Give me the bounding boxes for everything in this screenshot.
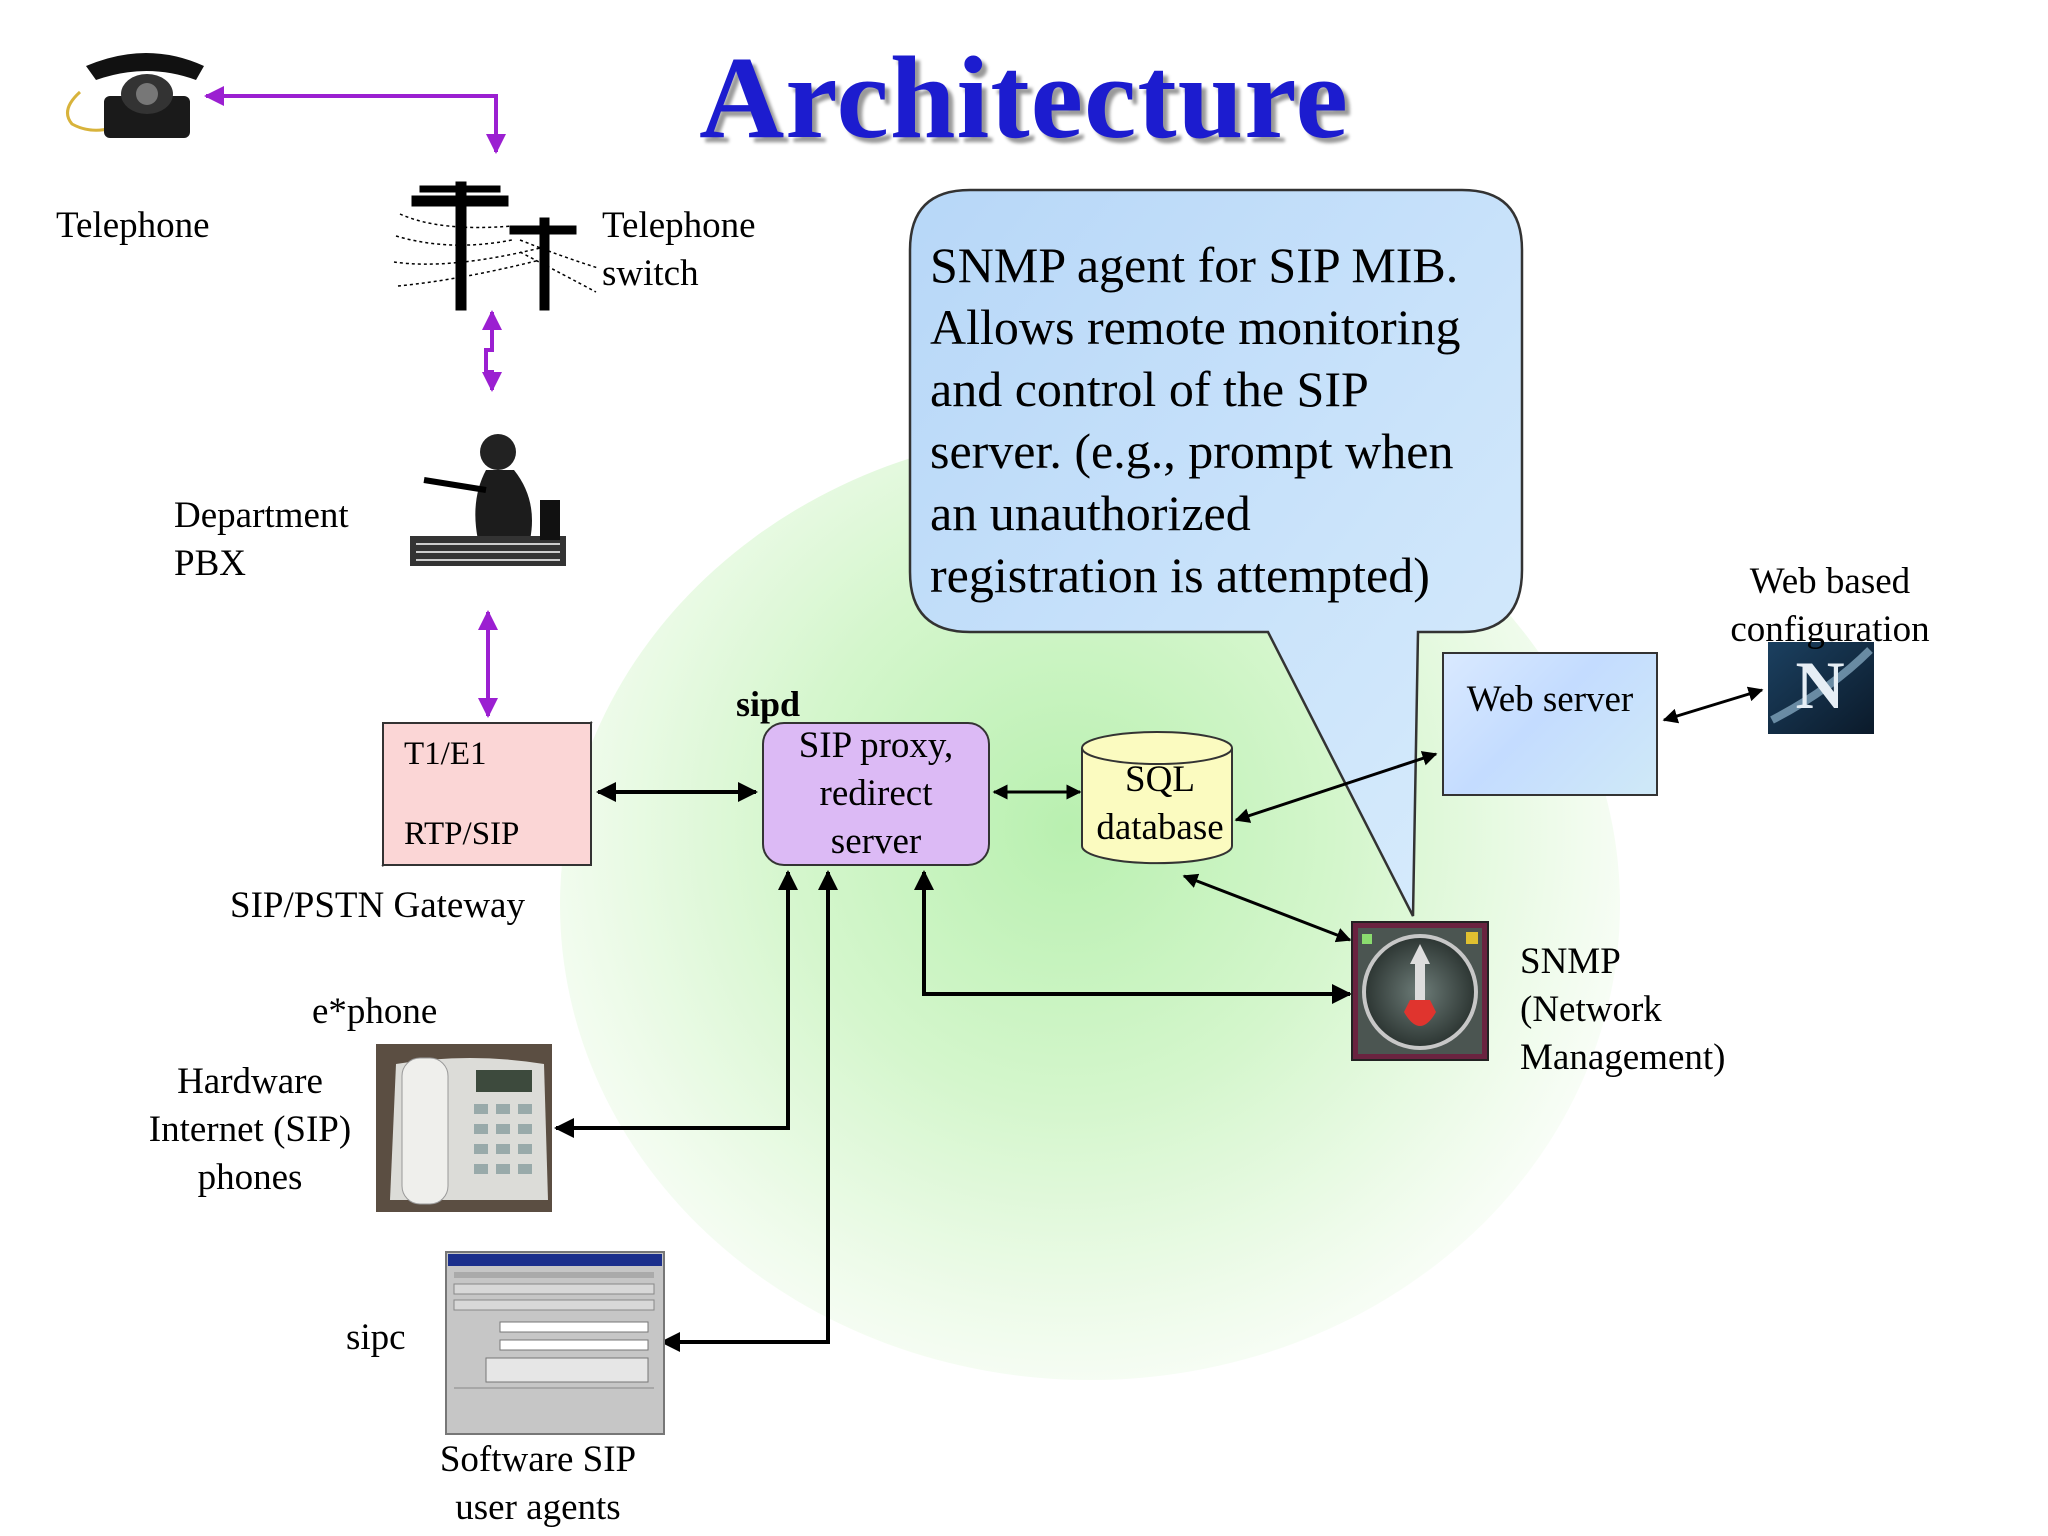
gateway-t1e1-label: T1/E1 xyxy=(404,736,487,772)
snmp-gauge-icon xyxy=(1351,921,1489,1061)
snmp-label: SNMP (Network Management) xyxy=(1520,941,1726,1078)
link-proxy-snmp xyxy=(914,870,1352,1004)
sql-cylinder xyxy=(1081,731,1233,865)
telephone-pole-icon xyxy=(393,181,599,311)
link-web-netscape xyxy=(1662,686,1764,724)
sip-proxy-server: SIP proxy, redirect server xyxy=(762,722,990,866)
sip-pstn-gateway: T1/E1 RTP/SIP xyxy=(382,722,592,866)
link-proxy-sipc xyxy=(660,870,838,1352)
link-sql-web xyxy=(1234,751,1438,823)
netscape-icon: N xyxy=(1768,642,1874,734)
web-server-box: Web server xyxy=(1442,652,1658,796)
gateway-caption: SIP/PSTN Gateway xyxy=(230,885,525,926)
desk-phone-icon xyxy=(376,1044,552,1212)
telephone-switch-label: Telephone switch xyxy=(602,205,756,294)
sipd-label: sipd xyxy=(736,684,801,724)
web-config-label: Web based configuration xyxy=(1730,561,1930,650)
software-agents-label: Software SIP user agents xyxy=(439,1439,637,1528)
telephone-icon xyxy=(66,53,204,138)
callout-text: SNMP agent for SIP MIB. Allows remote mo… xyxy=(930,237,1461,603)
link-switch-pbx xyxy=(482,310,502,392)
link-sql-snmp xyxy=(1182,873,1352,943)
svg-text:N: N xyxy=(1795,647,1844,723)
hardware-phones-label: Hardware Internet (SIP) phones xyxy=(148,1061,352,1198)
gateway-rtp-label: RTP/SIP xyxy=(404,816,520,852)
ephone-label: e*phone xyxy=(312,991,438,1032)
software-window-icon xyxy=(445,1251,665,1435)
page-title: Architecture xyxy=(699,32,1349,163)
link-proxy-ephone xyxy=(554,870,798,1138)
telephone-label: Telephone xyxy=(56,205,210,246)
sipc-label: sipc xyxy=(346,1317,406,1358)
switchboard-operator-icon xyxy=(410,434,566,566)
department-pbx-label: Department PBX xyxy=(174,495,349,584)
sql-database-label: SQL database xyxy=(1096,759,1224,848)
link-phone-switch xyxy=(204,86,506,154)
